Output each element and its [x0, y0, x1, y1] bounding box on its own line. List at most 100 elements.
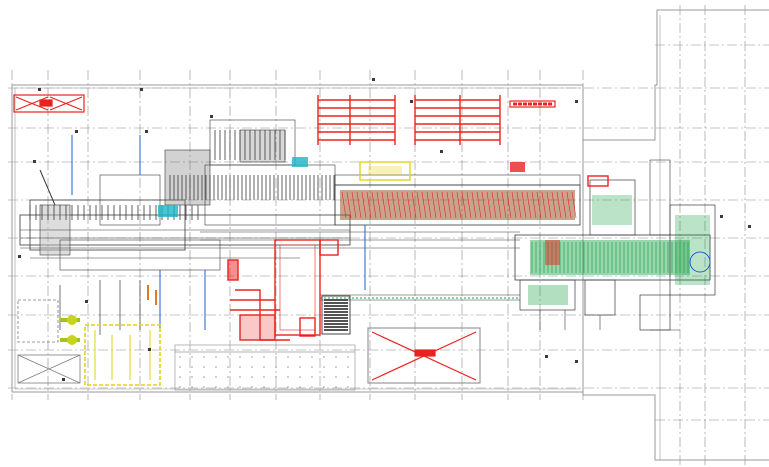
conveyor-hatch [391, 191, 397, 219]
column-marker [410, 100, 413, 103]
floor-dot [227, 356, 229, 358]
column-marker [18, 255, 21, 258]
floor-dot [323, 386, 325, 388]
conveyor-hatch [376, 191, 382, 219]
floor-dot [263, 356, 265, 358]
conveyor-hatch [346, 191, 352, 219]
conveyor-hatch [356, 191, 362, 219]
conveyor-hatch [516, 191, 522, 219]
floor-dot [215, 366, 217, 368]
central-conveyor [334, 161, 581, 226]
floor-dot [299, 366, 301, 368]
floor-dot [311, 386, 313, 388]
floor-dot [191, 366, 193, 368]
floor-dot [263, 366, 265, 368]
red-frame-structure [227, 239, 339, 341]
conveyor-hatch [506, 191, 512, 219]
conveyor-hatch [556, 191, 562, 219]
floor-dot [347, 366, 349, 368]
conveyor-hatch [476, 191, 482, 219]
floor-dot [287, 376, 289, 378]
floor-dot [203, 376, 205, 378]
conveyor-hatch [491, 191, 497, 219]
outer-wall-inner-line [14, 87, 580, 390]
floor-dot [335, 386, 337, 388]
floor-dot [299, 376, 301, 378]
conveyor-hatch [511, 191, 517, 219]
conveyor-hatch [371, 191, 377, 219]
conveyor-hatch [551, 191, 557, 219]
conveyor-hatch [451, 191, 457, 219]
left-piping [39, 135, 366, 335]
floor-dot [203, 386, 205, 388]
floor-dot [311, 356, 313, 358]
floor-dot [215, 386, 217, 388]
conveyor-hatch [361, 191, 367, 219]
red-rack-cluster-top [317, 95, 501, 145]
conveyor-hatch [441, 191, 447, 219]
column-marker [575, 360, 578, 363]
conveyor-hatch [381, 191, 387, 219]
conveyor-hatch [416, 191, 422, 219]
green-equipment-cluster [514, 159, 716, 331]
floor-dot [215, 356, 217, 358]
conveyor-hatch [541, 191, 547, 219]
conveyor-hatch [461, 191, 467, 219]
conveyor-hatch [481, 191, 487, 219]
column-marker [38, 88, 41, 91]
floor-dot [323, 356, 325, 358]
column-marker [148, 348, 151, 351]
column-markers [18, 78, 751, 381]
floor-dot [239, 386, 241, 388]
floor-dot [191, 386, 193, 388]
conveyor-hatch [486, 191, 492, 219]
black-hatched-block [321, 295, 351, 335]
column-marker [372, 78, 375, 81]
floor-dot-grid [179, 356, 349, 388]
column-marker [575, 100, 578, 103]
floor-dot [179, 366, 181, 368]
crossed-box-bottom-center [367, 327, 481, 384]
column-marker [720, 215, 723, 218]
floor-dot [239, 356, 241, 358]
floor-dot [179, 386, 181, 388]
column-marker [748, 225, 751, 228]
long-feed-lines [200, 231, 520, 301]
column-marker [210, 115, 213, 118]
floor-dot [191, 356, 193, 358]
floor-dot [335, 356, 337, 358]
conveyor-hatch [566, 191, 572, 219]
column-marker [545, 355, 548, 358]
floor-dot [215, 376, 217, 378]
conveyor-hatch [561, 191, 567, 219]
floor-dot [179, 356, 181, 358]
floor-dot [311, 366, 313, 368]
conveyor-hatch [531, 191, 537, 219]
floor-dot [323, 376, 325, 378]
floor-dot [251, 356, 253, 358]
conveyor-hatch [446, 191, 452, 219]
conveyor-hatch [456, 191, 462, 219]
conveyor-hatch [366, 191, 372, 219]
conveyor-hatch [546, 191, 552, 219]
crossed-box-bottom-left [17, 299, 81, 384]
cyan-units [158, 157, 308, 217]
conveyor-hatch [411, 191, 417, 219]
annex-wall [654, 15, 661, 460]
floor-dot [227, 386, 229, 388]
floor-dot [275, 376, 277, 378]
conveyor-hatch [351, 191, 357, 219]
floor-dot [251, 366, 253, 368]
conveyor-hatch [431, 191, 437, 219]
floor-dot [251, 376, 253, 378]
yellow-zone [60, 315, 161, 386]
floor-dot [227, 376, 229, 378]
floor-dot [227, 366, 229, 368]
dark-equipment-hatching [29, 130, 335, 220]
floor-dot [263, 376, 265, 378]
conveyor-hatch [386, 191, 392, 219]
conveyor-hatch [496, 191, 502, 219]
black-block-frame [321, 295, 351, 335]
floor-dot [275, 386, 277, 388]
